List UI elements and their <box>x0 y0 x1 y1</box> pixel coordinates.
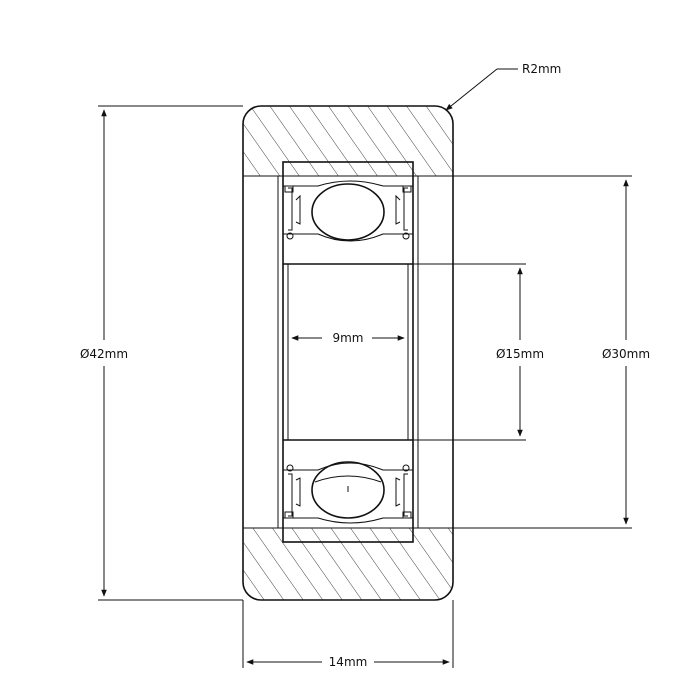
ball-bottom <box>311 461 385 519</box>
label-outer-diameter: Ø42mm <box>80 347 128 361</box>
label-bearing-outer-diameter: Ø30mm <box>602 347 650 361</box>
label-total-width: 14mm <box>329 655 368 669</box>
label-inner-width: 9mm <box>332 331 363 345</box>
label-edge-radius: R2mm <box>522 62 561 76</box>
ball-top <box>311 183 385 241</box>
bearing-section <box>282 161 414 543</box>
dimension-lines <box>98 68 632 668</box>
label-bore-diameter: Ø15mm <box>496 347 544 361</box>
outer-tire <box>242 105 454 601</box>
